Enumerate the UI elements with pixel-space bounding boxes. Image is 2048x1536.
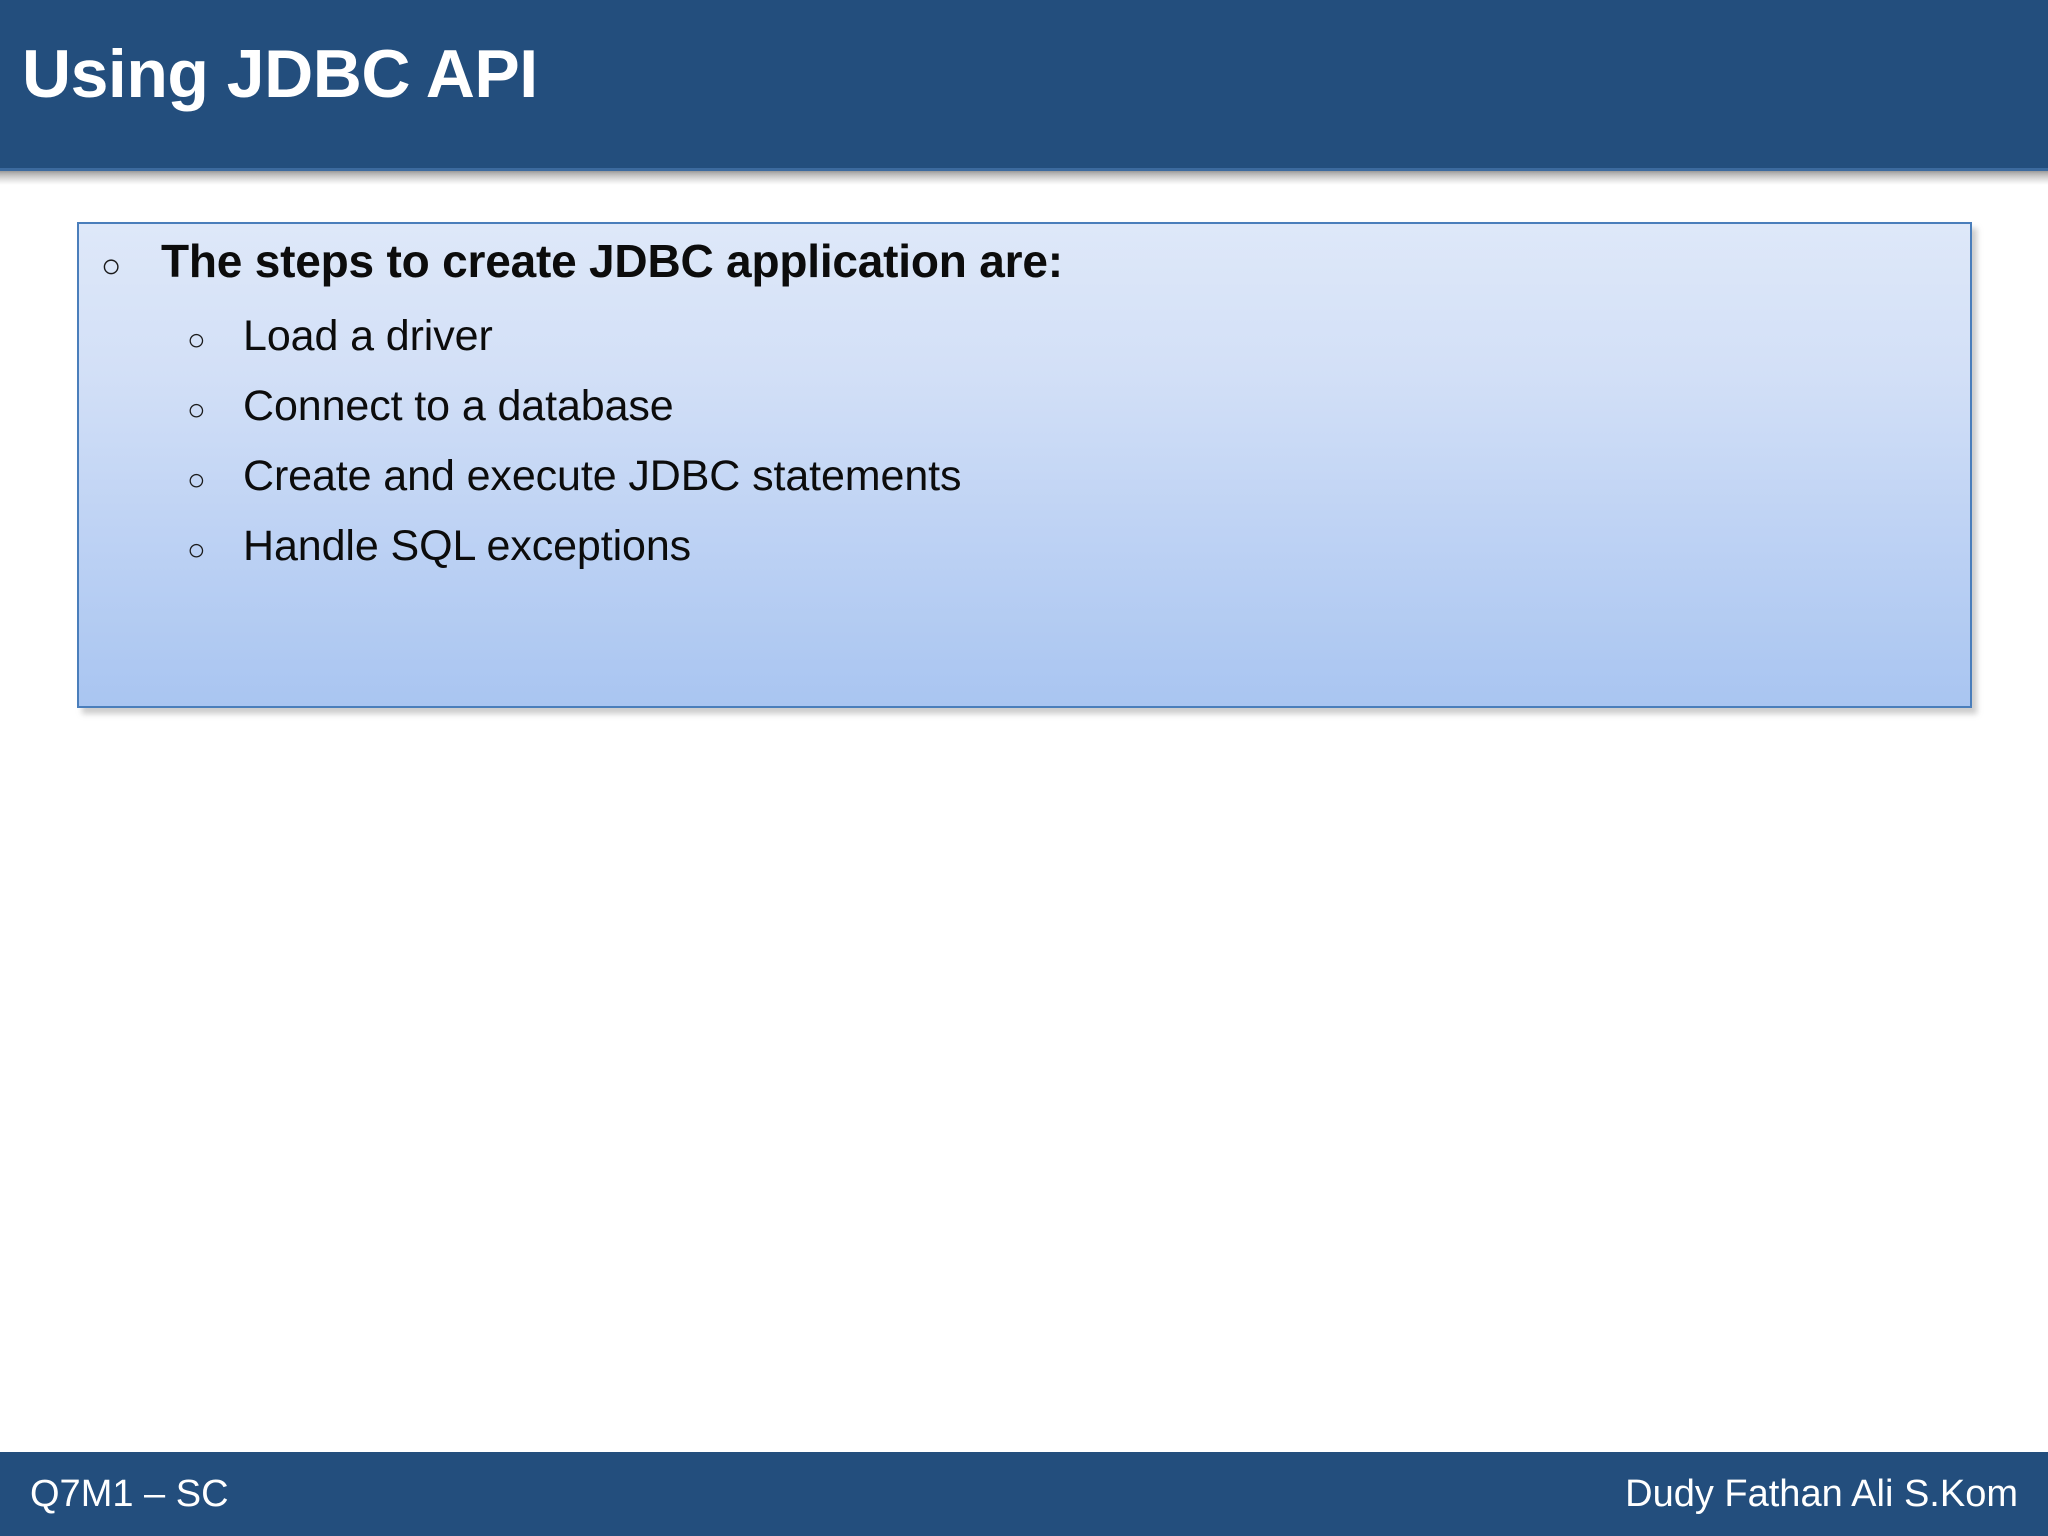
slide-footer-bar: Q7M1 – SC Dudy Fathan Ali S.Kom: [0, 1452, 2048, 1536]
footer-course-code: Q7M1 – SC: [30, 1473, 229, 1515]
list-item: ○ Connect to a database: [187, 382, 674, 431]
list-item-label: Connect to a database: [243, 382, 674, 430]
title-underline-rule: [0, 168, 2048, 171]
bullet-list: ○ The steps to create JDBC application a…: [79, 224, 1970, 706]
hollow-circle-bullet-icon: ○: [187, 462, 206, 497]
hollow-circle-bullet-icon: ○: [187, 322, 206, 357]
list-item: ○ The steps to create JDBC application a…: [101, 234, 1063, 288]
hollow-circle-bullet-icon: ○: [187, 532, 206, 567]
title-drop-shadow: [0, 171, 2048, 185]
list-item: ○ Create and execute JDBC statements: [187, 452, 962, 501]
list-item-label: Create and execute JDBC statements: [243, 452, 962, 500]
list-item: ○ Handle SQL exceptions: [187, 522, 691, 571]
slide-title-bar: Using JDBC API: [0, 0, 2048, 168]
hollow-circle-bullet-icon: ○: [187, 392, 206, 427]
content-box-container: ○ The steps to create JDBC application a…: [77, 222, 1977, 714]
list-item: ○ Load a driver: [187, 312, 493, 361]
content-box: ○ The steps to create JDBC application a…: [77, 222, 1972, 708]
list-item-label: Handle SQL exceptions: [243, 522, 692, 570]
list-item-label: The steps to create JDBC application are…: [161, 235, 1063, 287]
hollow-circle-bullet-icon: ○: [101, 247, 122, 285]
footer-author-name: Dudy Fathan Ali S.Kom: [1625, 1473, 2018, 1515]
list-item-label: Load a driver: [243, 312, 493, 360]
slide-title: Using JDBC API: [22, 36, 538, 112]
